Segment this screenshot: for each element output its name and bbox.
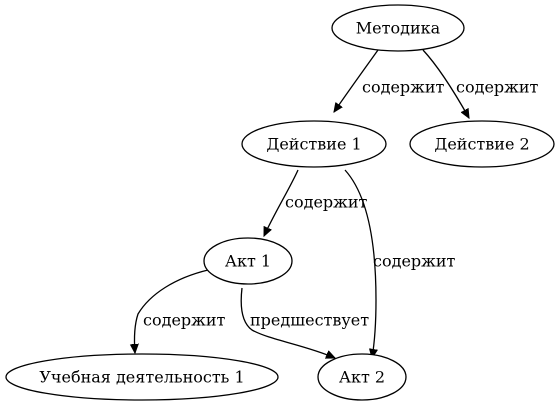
- node-label-action2: Действие 2: [434, 135, 529, 154]
- edge-label-metodika-action1: содержит: [362, 78, 445, 97]
- node-label-act1: Акт 1: [225, 252, 271, 271]
- edge-label-metodika-action2: содержит: [456, 78, 539, 97]
- edge-act1-act2: [240, 287, 335, 358]
- edge-label-action1-act2: содержит: [373, 252, 456, 271]
- node-metodika: Методика: [331, 4, 465, 52]
- node-act1: Акт 1: [203, 237, 293, 285]
- edge-label-act1-study: содержит: [143, 311, 226, 330]
- node-label-action1: Действие 1: [266, 135, 361, 154]
- node-action2: Действие 2: [409, 120, 555, 168]
- edge-action1-act2: [344, 169, 376, 358]
- node-label-act2: Акт 2: [339, 368, 385, 387]
- edge-action1-act1: [263, 169, 299, 236]
- node-label-study-activity: Учебная деятельность 1: [39, 368, 244, 387]
- node-label-metodika: Методика: [356, 19, 441, 38]
- edge-metodika-action2: [422, 49, 469, 118]
- edge-label-act1-act2: предшествует: [250, 311, 369, 330]
- node-study-activity: Учебная деятельность 1: [5, 353, 279, 401]
- edge-labels: содержит содержит содержит содержит соде…: [143, 78, 539, 330]
- edge-label-action1-act1: содержит: [285, 193, 368, 212]
- node-action1: Действие 1: [241, 120, 387, 168]
- node-act2: Акт 2: [317, 353, 407, 401]
- edges: [134, 49, 469, 358]
- edge-act1-study: [134, 269, 209, 353]
- edge-metodika-action1: [334, 49, 379, 112]
